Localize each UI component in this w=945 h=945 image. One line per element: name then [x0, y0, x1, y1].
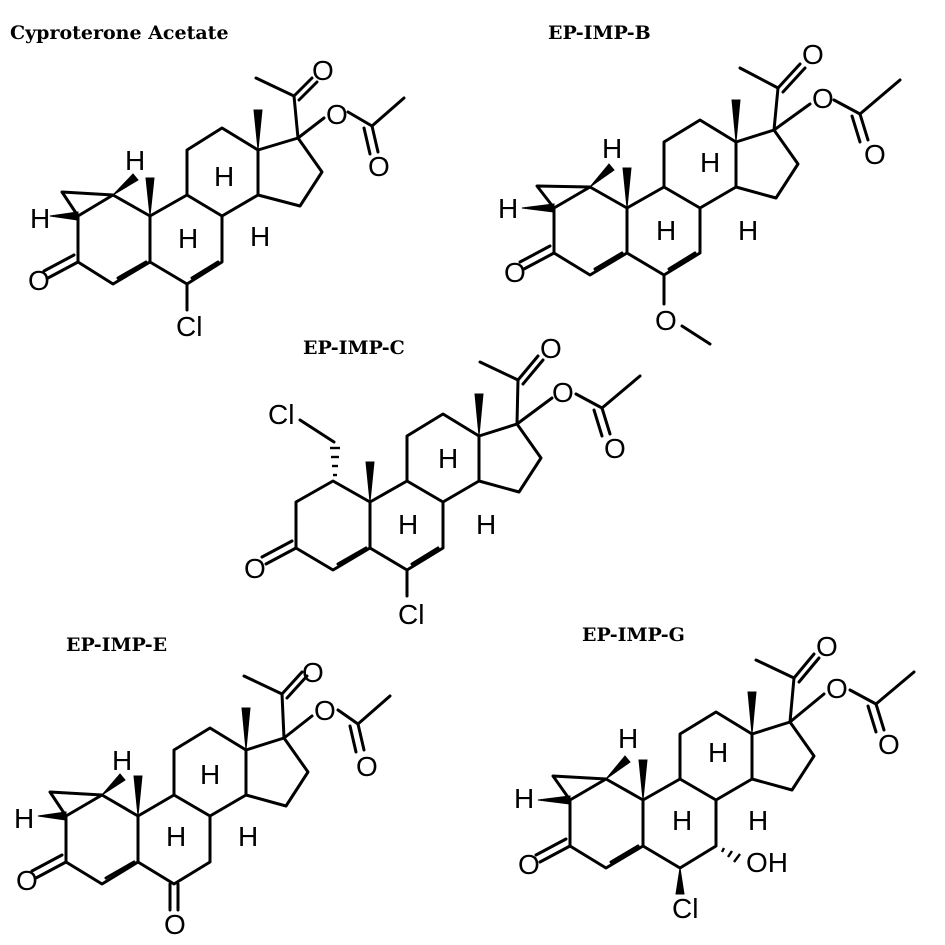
c-atom-h14: H [476, 509, 496, 540]
title-ep-imp-e: EP-IMP-E [66, 634, 168, 656]
e-atom-o-ketone6: O [164, 909, 186, 940]
cpa-cyclopropane [60, 190, 115, 218]
b-atom-o-ester: O [812, 83, 834, 114]
c-atom-cl-methyl: Cl [268, 399, 294, 430]
e-atom-h1: H [14, 803, 34, 834]
cpa-atom-o-carbonyl: O [368, 151, 390, 182]
cpa-atom-o-ester: O [326, 99, 348, 130]
e-atom-o-ketone3: O [16, 865, 38, 896]
cpa-ring-a [76, 193, 152, 286]
structure-cyproterone-acetate: O Cl H H H H H O O [28, 55, 406, 342]
g-atom-o-ketone: O [518, 849, 540, 880]
c-atom-h9: H [398, 509, 418, 540]
cpa-atom-h9: H [178, 223, 198, 254]
e-atom-h14: H [238, 821, 258, 852]
cpa-atom-h8: H [214, 161, 234, 192]
b-atom-h2: H [602, 133, 622, 164]
g-atom-o-carbonyl: O [878, 729, 900, 760]
structure-ep-imp-b: O O H H H H H O O O [498, 39, 902, 346]
g-atom-h9: H [672, 805, 692, 836]
b-atom-h9: H [656, 215, 676, 246]
cpa-ring-b [148, 193, 224, 286]
b-atom-o-acetyl: O [802, 39, 824, 70]
structure-ep-imp-g: O Cl OH H H H H H O O [514, 631, 916, 924]
cpa-atom-h14: H [250, 221, 270, 252]
cpa-atom-o-acetyl: O [312, 55, 334, 86]
g-atom-oh: OH [746, 847, 788, 878]
cpa-methyl-c13 [253, 109, 263, 151]
cpa-ring-a-double [116, 260, 148, 280]
title-ep-imp-g: EP-IMP-G [582, 624, 685, 646]
c-atom-o-ester: O [552, 377, 574, 408]
structure-ep-imp-e: O O H H H H H O O O [14, 657, 392, 940]
g-atom-h14: H [748, 805, 768, 836]
cpa-ring-b-double [190, 260, 220, 280]
cpa-ketone-bond [46, 260, 80, 280]
cpa-atom-h2: H [125, 145, 145, 176]
title-cyproterone-acetate: Cyproterone Acetate [10, 22, 229, 44]
title-ep-imp-c: EP-IMP-C [303, 337, 405, 359]
c-atom-o-acetyl: O [540, 333, 562, 364]
g-atom-h8: H [708, 737, 728, 768]
c-atom-h8: H [438, 443, 458, 474]
cpa-ring-d [256, 136, 324, 208]
cpa-methyl-c10 [145, 177, 155, 217]
structure-ep-imp-c: O Cl Cl H H H O O [244, 333, 642, 630]
e-atom-o-carbonyl: O [356, 751, 378, 782]
b-atom-h14: H [738, 215, 758, 246]
g-atom-o-ester: O [826, 673, 848, 704]
c-atom-o-ketone: O [244, 553, 266, 584]
cpa-atom-cl: Cl [176, 311, 202, 342]
cpa-atom-o-ketone: O [28, 265, 50, 296]
g-atom-h2: H [618, 723, 638, 754]
c-atom-cl6: Cl [398, 599, 424, 630]
g-atom-cl: Cl [672, 893, 698, 924]
b-atom-o-carbonyl: O [864, 139, 886, 170]
b-atom-h8: H [700, 147, 720, 178]
title-ep-imp-b: EP-IMP-B [548, 22, 651, 44]
e-atom-h2: H [112, 745, 132, 776]
cpa-ring-c [185, 126, 260, 218]
b-atom-o-methoxy: O [655, 305, 677, 336]
g-atom-h1: H [514, 783, 534, 814]
e-atom-o-acetyl: O [302, 657, 324, 688]
e-atom-o-ester: O [314, 695, 336, 726]
e-atom-h8: H [200, 759, 220, 790]
b-atom-h1: H [498, 193, 518, 224]
b-atom-o-ketone: O [504, 257, 526, 288]
g-atom-o-acetyl: O [816, 631, 838, 662]
c-atom-o-carbonyl: O [604, 433, 626, 464]
cpa-atom-h1: H [30, 203, 50, 234]
e-atom-h9: H [166, 821, 186, 852]
